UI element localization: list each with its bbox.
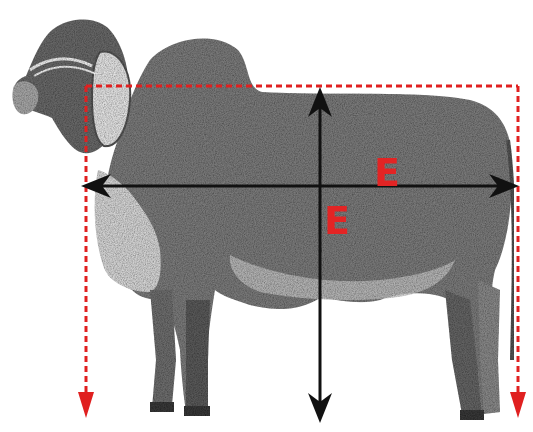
frame-left-arrowhead (78, 392, 94, 418)
hoof-2 (184, 406, 210, 416)
frame-right-arrowhead (510, 392, 526, 418)
hoof-3 (460, 410, 484, 420)
horizontal-label: E (374, 151, 400, 195)
vertical-label: E (324, 199, 350, 243)
hoof (150, 402, 174, 412)
bull-front-leg (150, 290, 176, 408)
bull-front-leg-2 (186, 300, 210, 412)
bull-illustration (12, 19, 513, 420)
